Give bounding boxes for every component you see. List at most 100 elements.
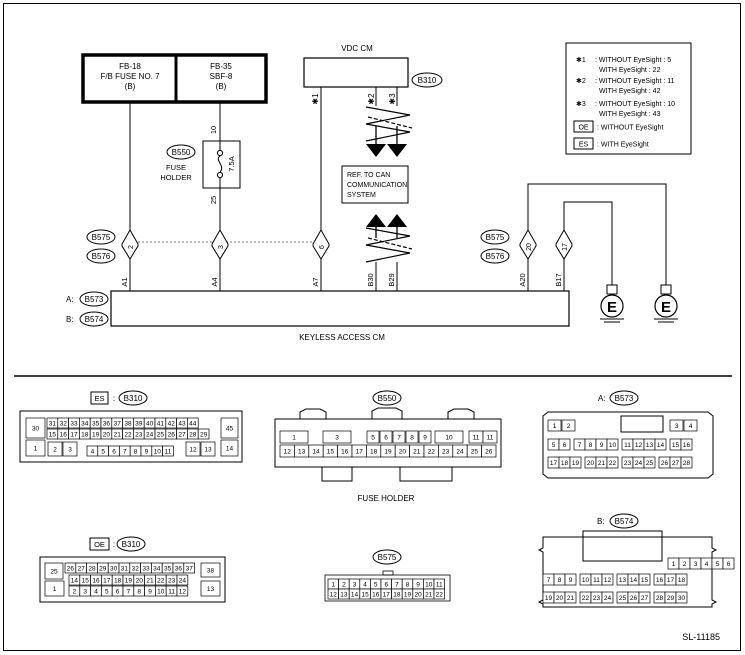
svg-text:19: 19: [404, 591, 412, 598]
b575-pin-15: 15: [359, 588, 371, 600]
ground-symbol-left: E: [600, 284, 624, 323]
svg-text:5: 5: [101, 448, 105, 455]
legend-mark-3: ✱3: [576, 100, 586, 108]
oe-b310-pin-22: 22: [155, 574, 167, 586]
b550-pin-13: 13: [294, 444, 310, 458]
es-b310-name: B310: [124, 394, 143, 403]
svg-text:14: 14: [312, 448, 320, 455]
svg-text:3: 3: [83, 588, 87, 595]
b550-pin-5: 5: [366, 430, 380, 444]
b574-pin-2: 2: [678, 557, 691, 570]
svg-text:43: 43: [178, 420, 186, 427]
b575-pin-9: 9: [412, 578, 424, 590]
svg-text:10: 10: [609, 442, 617, 449]
svg-text:12: 12: [330, 591, 338, 598]
svg-text:45: 45: [226, 425, 234, 432]
svg-text:9: 9: [600, 442, 604, 449]
svg-text:20: 20: [399, 448, 407, 455]
svg-text:4: 4: [91, 448, 95, 455]
svg-text:15: 15: [361, 591, 369, 598]
fb18-line3: (B): [125, 82, 136, 91]
oe-b310-pin-37: 37: [183, 562, 195, 574]
svg-text:3: 3: [68, 446, 72, 453]
legend-row1-line1: : WITHOUT EyeSight : 5: [595, 57, 671, 64]
b573-pin-6: 6: [558, 438, 571, 451]
es-b310-pin-22: 22: [122, 428, 134, 440]
b574-pin-10: 10: [579, 573, 592, 586]
es-b310-pin-12: 12: [185, 441, 201, 457]
svg-text:15: 15: [49, 431, 57, 438]
svg-text:20: 20: [587, 460, 595, 467]
svg-text:30: 30: [32, 425, 40, 432]
b573-pin-16: 16: [680, 438, 693, 451]
b550-view-name: B550: [378, 394, 397, 403]
oe-tag: OE: [94, 540, 105, 549]
legend-mark-2: ✱2: [576, 77, 586, 85]
svg-text:31: 31: [121, 565, 129, 572]
es-b310-housing: [19, 410, 243, 463]
b573-pin-5: 5: [547, 438, 560, 451]
es-b310-pin-10: 10: [151, 445, 163, 457]
svg-text:25: 25: [157, 431, 165, 438]
b550-pin-26: 26: [481, 444, 497, 458]
svg-text:25: 25: [646, 460, 654, 467]
svg-text:9: 9: [416, 581, 420, 588]
oe-b310-pin-17: 17: [101, 574, 113, 586]
b573-pin-12: 12: [632, 438, 645, 451]
fuse-terminal-bottom: [216, 171, 224, 179]
b574-pin-3: 3: [689, 557, 702, 570]
b573-pin-20: 20: [584, 456, 597, 469]
svg-text:15: 15: [82, 577, 90, 584]
b574-pin-24: 24: [601, 591, 614, 604]
es-b310-pin-9: 9: [140, 445, 153, 457]
svg-text:32: 32: [132, 565, 140, 572]
oe-b310-pin-20: 20: [133, 574, 145, 586]
fuse-holder-label1: FUSE: [166, 163, 186, 172]
oe-b310-pin-19: 19: [122, 574, 135, 586]
oe-b310-pin-6: 6: [111, 585, 124, 597]
svg-text:15: 15: [672, 442, 680, 449]
es-b310-pin-39: 39: [133, 417, 145, 429]
b573-pin-3: 3: [669, 419, 684, 432]
b575-pin-20: 20: [412, 588, 424, 600]
oe-b310-pin-13: 13: [200, 580, 221, 597]
oe-b310-pin-24: 24: [176, 574, 189, 586]
oe-b310-pin-1: 1: [44, 580, 65, 597]
svg-text:37: 37: [114, 420, 122, 427]
b573-pin-21: 21: [595, 456, 608, 469]
oe-b310-pin-10: 10: [155, 585, 167, 597]
es-b310-pin-15: 15: [46, 428, 59, 440]
svg-text:30: 30: [110, 565, 118, 572]
svg-text:21: 21: [146, 577, 154, 584]
oe-b310-pin-9: 9: [144, 585, 156, 597]
svg-text:25: 25: [471, 448, 479, 455]
b550-pin-22: 22: [423, 444, 439, 458]
svg-text:21: 21: [598, 460, 606, 467]
keyless-pin-a4: A4: [210, 277, 219, 286]
svg-text:35: 35: [92, 420, 100, 427]
svg-text:21: 21: [425, 591, 433, 598]
b573-prefix: A:: [598, 394, 606, 403]
legend-box: ✱1 : WITHOUT EyeSight : 5 WITH EyeSight …: [565, 42, 692, 155]
svg-text:29: 29: [667, 595, 675, 602]
joint-connector-labels-left: B575 B576: [86, 229, 116, 264]
svg-text:11: 11: [165, 448, 172, 455]
es-b310-pin-14: 14: [220, 439, 239, 457]
svg-text:3: 3: [694, 561, 698, 568]
oe-b310-pin-11: 11: [165, 585, 178, 597]
svg-text:7: 7: [397, 434, 401, 441]
oe-b310-pin-23: 23: [165, 574, 178, 586]
svg-text:10: 10: [582, 577, 590, 584]
b550-pin-14: 14: [308, 444, 324, 458]
vdc-cm-title: VDC CM: [341, 44, 373, 53]
vdc-pin-note-3: ✱3: [388, 93, 397, 105]
es-b310-pin-5: 5: [97, 445, 109, 457]
b574-pin-9: 9: [564, 573, 577, 586]
b576-label-right: B576: [486, 252, 505, 261]
es-b310-pin-29: 29: [197, 428, 210, 440]
b574-pin-1: 1: [667, 557, 680, 570]
es-b310-pin-26: 26: [165, 428, 177, 440]
svg-text:36: 36: [103, 420, 111, 427]
